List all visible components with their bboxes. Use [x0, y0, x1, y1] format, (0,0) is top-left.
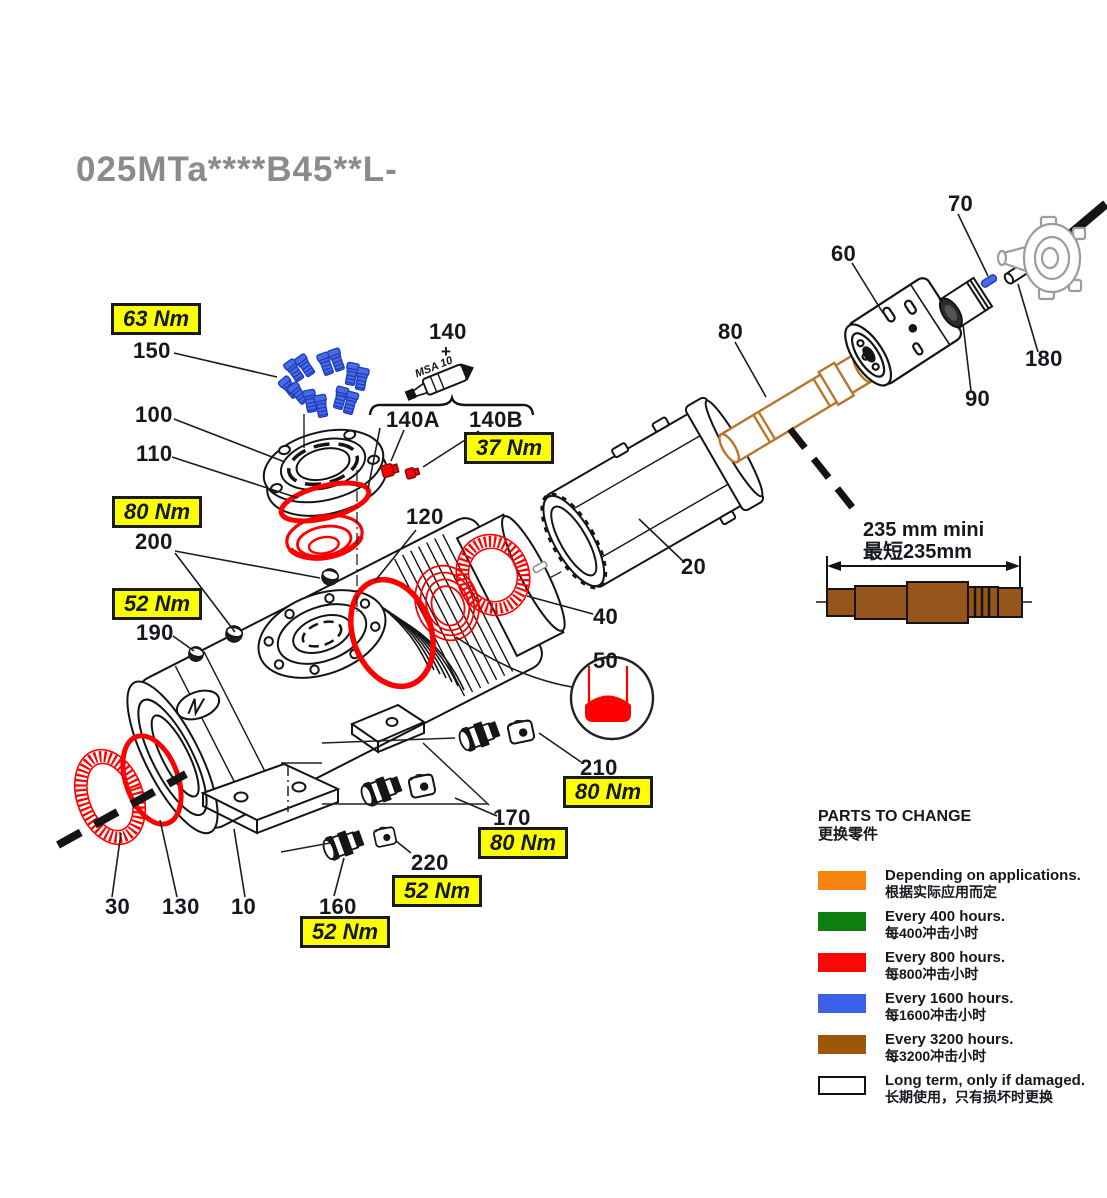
part-label-110: 110 [136, 441, 173, 466]
part-label-170: 170 [493, 805, 531, 830]
legend-title-zh: 更换零件 [818, 826, 879, 843]
legend-text-en-2: Every 800 hours. [885, 949, 1006, 966]
torque-box-52nm-220: 52 Nm [392, 875, 483, 907]
legend-text-en-0: Depending on applications. [885, 867, 1081, 884]
part-label-140A: 140A [386, 407, 440, 432]
torque-box-37nm-140b: 37 Nm [464, 432, 555, 464]
pin-70 [980, 274, 998, 288]
nut-220 [372, 824, 398, 849]
fitting-140b [404, 467, 421, 480]
legend-row-4: Every 3200 hours.每3200冲击小时 [818, 1032, 1104, 1065]
part-label-120: 120 [406, 504, 444, 529]
nut-210b [505, 716, 536, 746]
legend-rows: Depending on applications.根据实际应用而定 Every … [818, 868, 1104, 1106]
legend-text-zh-2: 每800冲击小时 [885, 966, 979, 982]
part-label-30: 30 [105, 894, 131, 919]
legend-row-5: Long term, only if damaged.长期使用，只有损坏时更换 [818, 1073, 1104, 1106]
distributor-60 [844, 277, 963, 387]
connector-lines [280, 414, 490, 853]
legend-swatch-0 [818, 871, 866, 890]
cylinder-20 [540, 396, 765, 590]
torque-box-52nm-190: 52 Nm [112, 588, 203, 620]
brace-140 [368, 393, 535, 416]
legend-text-zh-0: 根据实际应用而定 [885, 884, 997, 900]
plug-170a [357, 772, 404, 809]
part-label-140-plus: + [441, 342, 452, 361]
plug-210a [455, 717, 502, 754]
legend-text-zh-5: 长期使用，只有损坏时更换 [885, 1089, 1053, 1105]
min-length-label-zh: 最短235mm [863, 541, 972, 563]
legend-text-zh-4: 每3200冲击小时 [885, 1048, 987, 1064]
legend-swatch-2 [818, 953, 866, 972]
torque-box-80nm-210: 80 Nm [563, 776, 654, 808]
housing-logo [175, 689, 221, 721]
legend-swatch-1 [818, 912, 866, 931]
o-ring-130 [120, 733, 184, 827]
min-length-label-en: 235 mm mini [863, 519, 985, 541]
legend: PARTS TO CHANGE 更换零件 Depending on applic… [818, 808, 1104, 1114]
part-label-200: 200 [135, 529, 173, 554]
detail-balloon-50 [569, 655, 655, 741]
part-label-150: 150 [133, 338, 171, 363]
legend-text-en-1: Every 400 hours. [885, 908, 1006, 925]
part-label-50: 50 [593, 648, 619, 673]
fitting-140a [380, 463, 400, 479]
legend-text-zh-1: 每400冲击小时 [885, 925, 979, 941]
part-label-130: 130 [162, 894, 200, 919]
seal-ring-30 [73, 748, 147, 846]
part-label-140: 140 [429, 319, 467, 344]
grayed-assembly [996, 200, 1107, 301]
part-label-10: 10 [231, 894, 257, 919]
part-label-40: 40 [593, 604, 619, 629]
housing-feet [200, 703, 427, 835]
torque-box-52nm-160: 52 Nm [300, 916, 391, 948]
legend-row-1: Every 400 hours.每400冲击小时 [818, 909, 1104, 942]
part-label-190: 190 [136, 620, 174, 645]
part-label-90: 90 [965, 386, 991, 411]
part-label-160: 160 [319, 894, 357, 919]
leader-50 [455, 636, 573, 688]
part-label-220: 220 [411, 850, 449, 875]
legend-text-zh-3: 每1600冲击小时 [885, 1007, 987, 1023]
nut-170b [406, 770, 437, 800]
legend-row-3: Every 1600 hours.每1600冲击小时 [818, 991, 1104, 1024]
swivel-plate-100 [262, 428, 388, 517]
legend-swatch-5 [818, 1076, 866, 1095]
part-label-70: 70 [948, 191, 974, 216]
diaphragm-seal [285, 513, 364, 561]
shaft-80 [718, 352, 874, 464]
part-label-140B: 140B [469, 407, 523, 432]
page-title: 025MTa****B45**L- [76, 150, 398, 189]
legend-swatch-4 [818, 1035, 866, 1054]
bolts-150 [276, 346, 371, 419]
part-label-100: 100 [135, 402, 173, 427]
torque-box-63nm-150: 63 Nm [111, 303, 202, 335]
o-ring-110 [278, 480, 372, 524]
legend-row-0: Depending on applications.根据实际应用而定 [818, 868, 1104, 901]
small-pin [532, 560, 548, 574]
legend-text-en-5: Long term, only if damaged. [885, 1072, 1086, 1089]
torque-box-80nm-200: 80 Nm [112, 496, 203, 528]
part-label-180: 180 [1025, 346, 1063, 371]
part-label-20: 20 [681, 554, 707, 579]
legend-text-en-3: Every 1600 hours. [885, 990, 1014, 1007]
axis-dashed-left [56, 770, 188, 849]
legend-swatch-3 [818, 994, 866, 1013]
torque-box-80nm-170: 80 Nm [478, 827, 569, 859]
axis-dashed-right [787, 426, 859, 515]
o-ring-120 [348, 576, 436, 690]
legend-title-en: PARTS TO CHANGE [818, 808, 972, 825]
part-label-210: 210 [580, 755, 618, 780]
min-length-drawing [816, 556, 1032, 624]
plug-160 [319, 826, 366, 863]
legend-text-en-4: Every 3200 hours. [885, 1031, 1014, 1048]
part-label-60: 60 [831, 241, 857, 266]
glue-tube: MSA 10 [404, 354, 474, 401]
legend-row-2: Every 800 hours.每800冲击小时 [818, 950, 1104, 983]
seal-ring-40 [455, 533, 531, 617]
piston-head-90 [938, 276, 994, 330]
part-label-80: 80 [718, 319, 744, 344]
